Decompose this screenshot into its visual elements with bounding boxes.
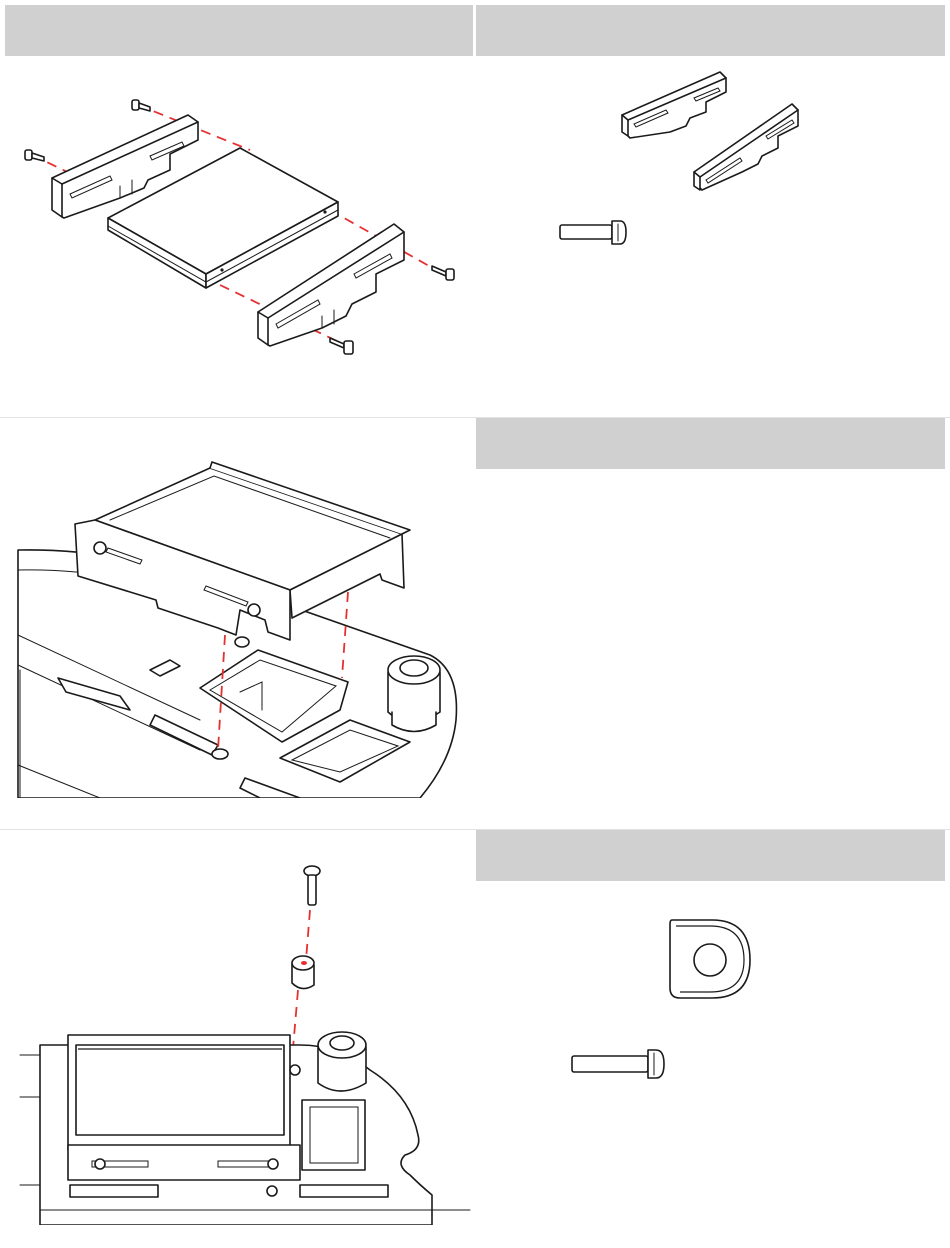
screw-icon — [132, 100, 150, 111]
knob-icon — [318, 1032, 366, 1091]
screw-icon — [432, 266, 454, 280]
mounting-bracket-icon — [694, 104, 798, 190]
drive-bracket-assembly-illustration — [0, 60, 475, 410]
mounting-bracket-icon — [622, 72, 726, 138]
long-screw-icon — [572, 1050, 664, 1078]
knob-icon — [388, 656, 440, 732]
section-divider — [0, 417, 950, 418]
drive-screw-icon — [560, 221, 626, 244]
screw-icon — [304, 866, 320, 905]
section-divider — [0, 829, 950, 830]
drive-mounting-to-plate-illustration — [0, 420, 475, 798]
spacer-icon — [292, 956, 314, 989]
step1-parts-header-band — [476, 5, 945, 56]
step1-header-band — [5, 5, 473, 56]
step1-parts-illustration — [480, 60, 945, 410]
d-shaped-spacer-icon — [670, 920, 750, 998]
screw-icon — [330, 338, 353, 354]
spacer-screw-installation-illustration — [0, 835, 475, 1225]
step2-parts-header-band — [476, 418, 945, 469]
step3-parts-illustration — [480, 890, 945, 1110]
step3-parts-header-band — [476, 830, 945, 881]
screw-icon — [25, 150, 44, 161]
